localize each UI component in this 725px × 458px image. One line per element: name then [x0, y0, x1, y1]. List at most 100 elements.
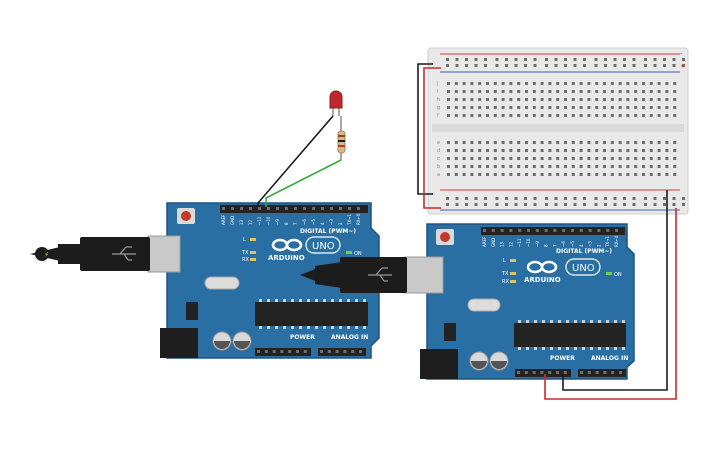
header-pin[interactable] [272, 350, 276, 353]
terminal-hole[interactable] [447, 98, 450, 101]
terminal-hole[interactable] [447, 157, 450, 160]
terminal-hole[interactable] [634, 98, 638, 101]
rail-hole[interactable] [465, 203, 468, 206]
terminal-hole[interactable] [517, 157, 521, 160]
rail-hole[interactable] [682, 58, 685, 61]
terminal-hole[interactable] [634, 141, 638, 144]
terminal-hole[interactable] [517, 114, 521, 117]
rail-hole[interactable] [583, 197, 586, 200]
header-pin[interactable] [294, 207, 297, 210]
rail-hole[interactable] [583, 64, 586, 67]
terminal-hole[interactable] [501, 149, 505, 152]
terminal-hole[interactable] [595, 82, 599, 85]
terminal-hole[interactable] [618, 82, 622, 85]
bottom-power-rail[interactable] [446, 197, 685, 206]
terminal-hole[interactable] [626, 98, 630, 101]
terminal-hole[interactable] [462, 98, 466, 101]
terminal-hole[interactable] [634, 106, 638, 109]
header-pin[interactable] [357, 207, 360, 210]
terminal-hole[interactable] [610, 82, 614, 85]
rail-hole[interactable] [495, 58, 499, 61]
rail-hole[interactable] [644, 64, 647, 67]
terminal-hole[interactable] [478, 82, 482, 85]
terminal-hole[interactable] [626, 82, 630, 85]
header-pin[interactable] [532, 371, 536, 374]
terminal-hole[interactable] [642, 106, 645, 109]
rail-hole[interactable] [446, 64, 449, 67]
header-pin[interactable] [296, 350, 299, 353]
terminal-hole[interactable] [626, 157, 630, 160]
header-pin[interactable] [587, 371, 591, 374]
header-pin[interactable] [535, 229, 539, 232]
rail-hole[interactable] [545, 197, 548, 200]
terminal-hole[interactable] [649, 149, 653, 152]
terminal-hole[interactable] [501, 114, 505, 117]
terminal-hole[interactable] [642, 173, 645, 176]
header-pin[interactable] [615, 229, 618, 232]
rail-hole[interactable] [545, 64, 548, 67]
terminal-hole[interactable] [571, 165, 575, 168]
terminal-hole[interactable] [462, 114, 466, 117]
rail-hole[interactable] [474, 197, 478, 200]
rail-hole[interactable] [455, 58, 459, 61]
header-pin[interactable] [509, 229, 513, 232]
terminal-hole[interactable] [618, 114, 622, 117]
terminal-hole[interactable] [642, 90, 645, 93]
rail-hole[interactable] [465, 58, 468, 61]
terminal-hole[interactable] [486, 98, 489, 101]
rail-hole[interactable] [583, 203, 586, 206]
terminal-hole[interactable] [665, 98, 669, 101]
terminal-hole[interactable] [532, 98, 536, 101]
terminal-hole[interactable] [564, 90, 567, 93]
terminal-hole[interactable] [486, 90, 489, 93]
terminal-hole[interactable] [642, 114, 645, 117]
rail-hole[interactable] [484, 58, 487, 61]
terminal-hole[interactable] [626, 114, 630, 117]
header-pin[interactable] [580, 371, 583, 374]
terminal-hole[interactable] [587, 165, 591, 168]
rail-hole[interactable] [604, 58, 607, 61]
terminal-hole[interactable] [595, 90, 599, 93]
terminal-hole[interactable] [532, 173, 536, 176]
terminal-hole[interactable] [657, 82, 661, 85]
terminal-hole[interactable] [462, 165, 466, 168]
header-pin[interactable] [222, 207, 225, 210]
terminal-hole[interactable] [634, 149, 638, 152]
header-pin[interactable] [249, 207, 252, 210]
terminal-hole[interactable] [517, 98, 521, 101]
header-pin[interactable] [258, 207, 261, 210]
terminal-hole[interactable] [665, 149, 669, 152]
rail-hole[interactable] [672, 58, 676, 61]
rail-hole[interactable] [524, 64, 527, 67]
terminal-hole[interactable] [610, 90, 614, 93]
terminal-hole[interactable] [532, 90, 536, 93]
terminal-hole[interactable] [626, 141, 630, 144]
wire-5v-to-breadboard[interactable] [544, 208, 677, 400]
rail-hole[interactable] [644, 197, 647, 200]
header-pin[interactable] [267, 207, 270, 210]
terminal-hole[interactable] [642, 149, 645, 152]
rail-hole[interactable] [514, 197, 518, 200]
terminal-hole[interactable] [618, 165, 622, 168]
terminal-hole[interactable] [525, 149, 528, 152]
rail-hole[interactable] [465, 197, 468, 200]
terminal-hole[interactable] [462, 173, 466, 176]
header-pin[interactable] [327, 350, 331, 353]
terminal-hole[interactable] [626, 165, 630, 168]
terminal-hole[interactable] [649, 157, 653, 160]
dc-jack-left[interactable] [160, 328, 198, 358]
terminal-hole[interactable] [634, 157, 638, 160]
rail-hole[interactable] [554, 203, 558, 206]
terminal-hole[interactable] [595, 157, 599, 160]
terminal-hole[interactable] [486, 82, 489, 85]
terminal-hole[interactable] [525, 173, 528, 176]
terminal-hole[interactable] [493, 149, 497, 152]
terminal-hole[interactable] [509, 106, 513, 109]
terminal-hole[interactable] [501, 82, 505, 85]
terminal-hole[interactable] [673, 149, 677, 152]
header-pin[interactable] [330, 207, 333, 210]
terminal-hole[interactable] [618, 149, 622, 152]
terminal-hole[interactable] [470, 149, 474, 152]
terminal-hole[interactable] [454, 173, 458, 176]
terminal-hole[interactable] [493, 98, 497, 101]
